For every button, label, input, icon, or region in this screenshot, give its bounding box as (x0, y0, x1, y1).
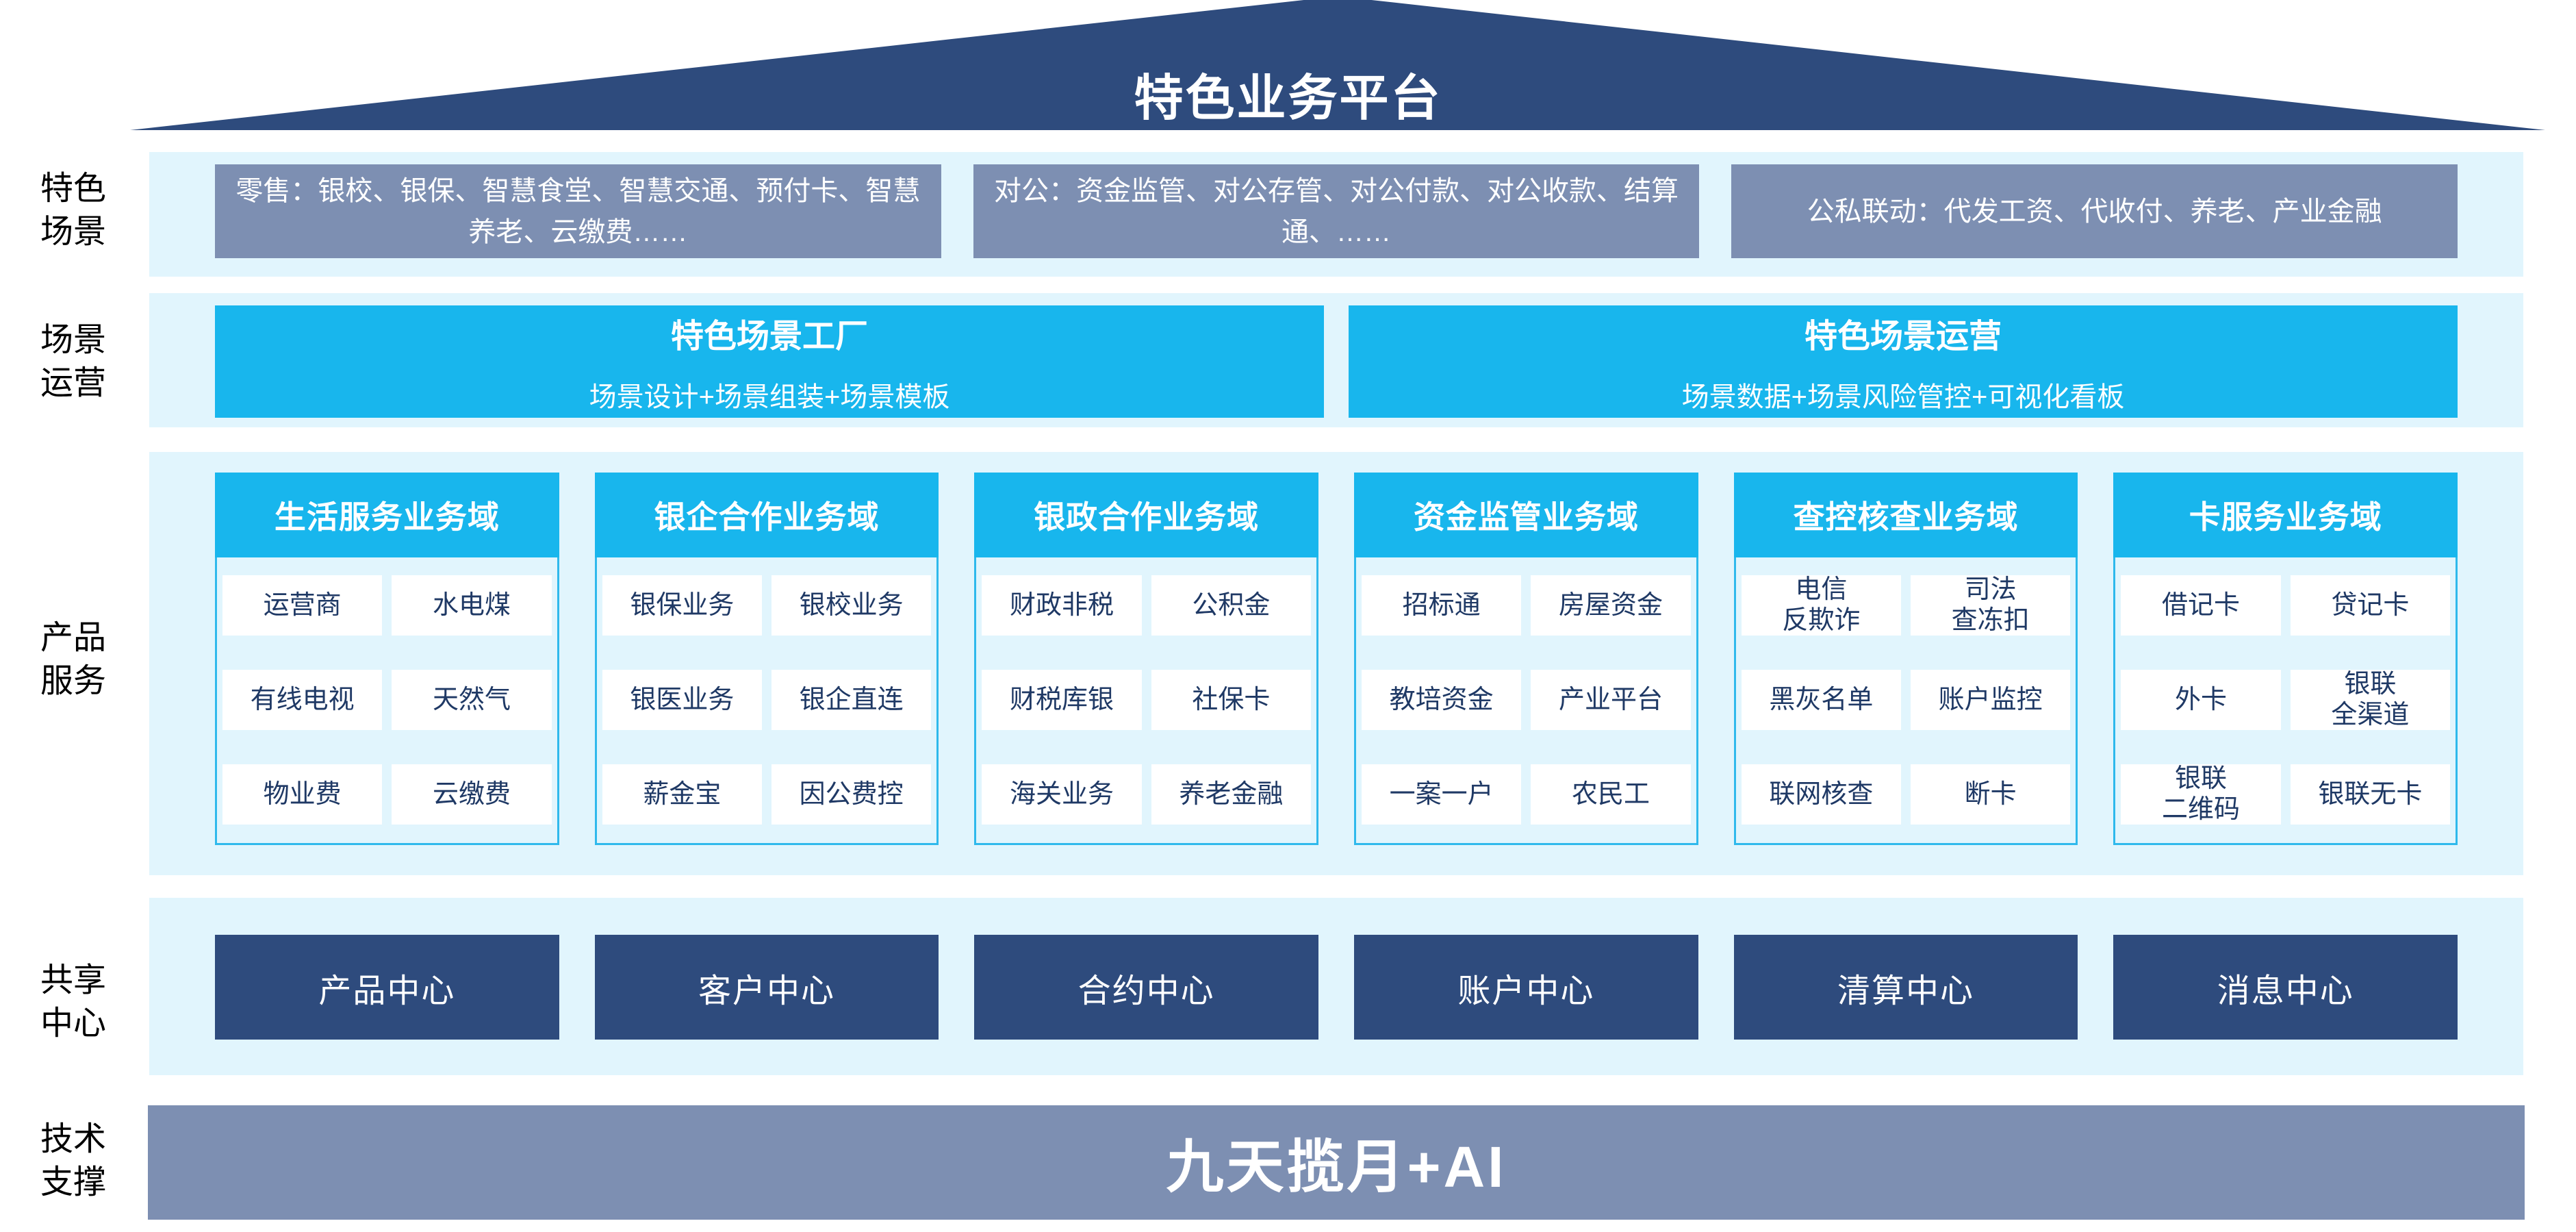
product-cell: 天然气 (392, 670, 552, 730)
product-cell: 账户监控 (1911, 670, 2071, 730)
product-cell: 银医业务 (602, 670, 762, 730)
column-header: 查控核查业务域 (1733, 473, 2078, 557)
operation-box-title: 特色场景运营 (1804, 318, 2002, 355)
product-cell: 薪金宝 (602, 764, 762, 825)
product-cell: 招标通 (1362, 575, 1522, 636)
column-card-services: 卡服务业务域 借记卡 贷记卡 外卡 银联 全渠道 银联 二维码 银联无卡 (2113, 473, 2458, 845)
side-label-product: 产品 服务 (40, 620, 106, 700)
product-cell: 贷记卡 (2290, 575, 2451, 636)
column-body: 招标通 房屋资金 教培资金 产业平台 一案一户 农民工 (1354, 557, 1698, 845)
product-cell: 水电煤 (392, 575, 552, 636)
product-cell: 银联 全渠道 (2290, 670, 2451, 730)
center-box-message: 消息中心 (2113, 935, 2458, 1040)
scene-box-retail: 零售：银校、银保、智慧食堂、智慧交通、预付卡、智慧养老、云缴费…… (215, 164, 941, 258)
operation-panel: 特色场景工厂 场景设计+场景组装+场景模板 特色场景运营 场景数据+场景风险管控… (149, 293, 2523, 427)
product-cell: 养老金融 (1151, 764, 1312, 825)
share-panel: 产品中心 客户中心 合约中心 账户中心 清算中心 消息中心 (149, 898, 2523, 1075)
scene-box-corporate: 对公：资金监管、对公存管、对公付款、对公收款、结算通、…… (973, 164, 1700, 258)
product-cell: 产业平台 (1531, 670, 1691, 730)
product-cell: 教培资金 (1362, 670, 1522, 730)
product-cell: 物业费 (222, 764, 383, 825)
product-cell: 有线电视 (222, 670, 383, 730)
column-body: 借记卡 贷记卡 外卡 银联 全渠道 银联 二维码 银联无卡 (2113, 557, 2458, 845)
product-cell: 联网核查 (1741, 764, 1902, 825)
center-box-account: 账户中心 (1354, 935, 1698, 1040)
product-cell: 司法 查冻扣 (1911, 575, 2071, 636)
column-header: 资金监管业务域 (1354, 473, 1698, 557)
operation-box-ops: 特色场景运营 场景数据+场景风险管控+可视化看板 (1349, 305, 2458, 418)
product-cell: 银校业务 (771, 575, 932, 636)
product-panel: 生活服务业务域 运营商 水电煤 有线电视 天然气 物业费 云缴费 银企合作业务域… (149, 452, 2523, 875)
operation-box-title: 特色场景工厂 (670, 318, 868, 355)
column-inquiry-control: 查控核查业务域 电信 反欺诈 司法 查冻扣 黑灰名单 账户监控 联网核查 断卡 (1733, 473, 2078, 845)
center-box-customer: 客户中心 (594, 935, 939, 1040)
operation-box-subtitle: 场景设计+场景组装+场景模板 (589, 382, 950, 412)
column-header: 卡服务业务域 (2113, 473, 2458, 557)
tech-support-banner: 九天揽月+AI (148, 1105, 2525, 1220)
side-label-tech: 技术 支撑 (40, 1121, 106, 1201)
scene-panel: 零售：银校、银保、智慧食堂、智慧交通、预付卡、智慧养老、云缴费…… 对公：资金监… (149, 152, 2523, 277)
column-life-services: 生活服务业务域 运营商 水电煤 有线电视 天然气 物业费 云缴费 (215, 473, 559, 845)
product-cell: 公积金 (1151, 575, 1312, 636)
product-cell: 运营商 (222, 575, 383, 636)
column-body: 银保业务 银校业务 银医业务 银企直连 薪金宝 因公费控 (594, 557, 939, 845)
product-cell: 断卡 (1911, 764, 2071, 825)
side-label-share: 共享 中心 (40, 962, 106, 1042)
product-cell: 外卡 (2121, 670, 2281, 730)
column-header: 银政合作业务域 (974, 473, 1319, 557)
product-cell: 银企直连 (771, 670, 932, 730)
column-bank-enterprise: 银企合作业务域 银保业务 银校业务 银医业务 银企直连 薪金宝 因公费控 (594, 473, 939, 845)
product-cell: 银联无卡 (2290, 764, 2451, 825)
product-cell: 银保业务 (602, 575, 762, 636)
column-bank-government: 银政合作业务域 财政非税 公积金 财税库银 社保卡 海关业务 养老金融 (974, 473, 1319, 845)
column-header: 生活服务业务域 (215, 473, 559, 557)
center-box-contract: 合约中心 (974, 935, 1319, 1040)
product-cell: 海关业务 (982, 764, 1142, 825)
product-cell: 农民工 (1531, 764, 1691, 825)
column-body: 运营商 水电煤 有线电视 天然气 物业费 云缴费 (215, 557, 559, 845)
scene-box-public-private: 公私联动：代发工资、代收付、养老、产业金融 (1731, 164, 2458, 258)
product-cell: 财税库银 (982, 670, 1142, 730)
center-box-clearing: 清算中心 (1733, 935, 2078, 1040)
product-cell: 黑灰名单 (1741, 670, 1902, 730)
center-box-product: 产品中心 (215, 935, 559, 1040)
product-cell: 银联 二维码 (2121, 764, 2281, 825)
product-cell: 社保卡 (1151, 670, 1312, 730)
product-cell: 因公费控 (771, 764, 932, 825)
column-body: 财政非税 公积金 财税库银 社保卡 海关业务 养老金融 (974, 557, 1319, 845)
product-cell: 借记卡 (2121, 575, 2281, 636)
side-label-operation: 场景 运营 (40, 322, 106, 402)
product-cell: 云缴费 (392, 764, 552, 825)
product-cell: 财政非税 (982, 575, 1142, 636)
product-cell: 房屋资金 (1531, 575, 1691, 636)
operation-box-subtitle: 场景数据+场景风险管控+可视化看板 (1681, 382, 2125, 412)
product-cell: 一案一户 (1362, 764, 1522, 825)
column-fund-supervision: 资金监管业务域 招标通 房屋资金 教培资金 产业平台 一案一户 农民工 (1354, 473, 1698, 845)
column-header: 银企合作业务域 (594, 473, 939, 557)
column-body: 电信 反欺诈 司法 查冻扣 黑灰名单 账户监控 联网核查 断卡 (1733, 557, 2078, 845)
product-cell: 电信 反欺诈 (1741, 575, 1902, 636)
side-label-scene: 特色 场景 (40, 171, 106, 251)
platform-title: 特色业务平台 (1134, 71, 1442, 126)
operation-box-factory: 特色场景工厂 场景设计+场景组装+场景模板 (215, 305, 1324, 418)
